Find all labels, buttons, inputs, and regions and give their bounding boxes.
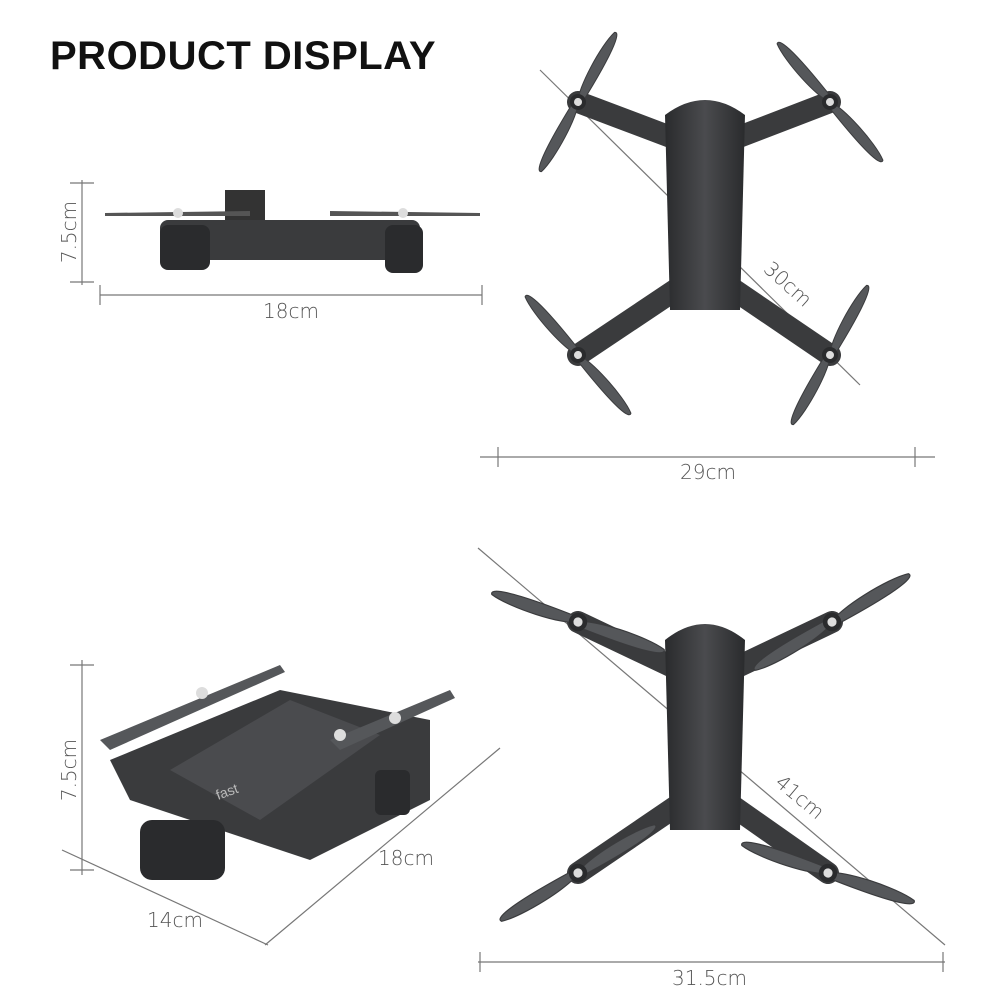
drone-folded-top-view [523,30,885,427]
perspective-height-label: 7.5cm [57,738,82,802]
drone-perspective-view: fast [100,665,455,880]
perspective-depth-label: 14cm [147,908,203,932]
drone-side-view [105,190,480,273]
unfolded-width-label: 31.5cm [672,966,748,990]
drone-unfolded-top-view [489,571,921,924]
svg-text:fast: fast [214,780,241,803]
side-width-label: 18cm [263,299,319,323]
page-title: PRODUCT DISPLAY [50,34,437,78]
folded-width-label: 29cm [680,460,736,484]
side-height-label: 7.5cm [57,200,82,264]
perspective-length-label: 18cm [378,846,434,870]
